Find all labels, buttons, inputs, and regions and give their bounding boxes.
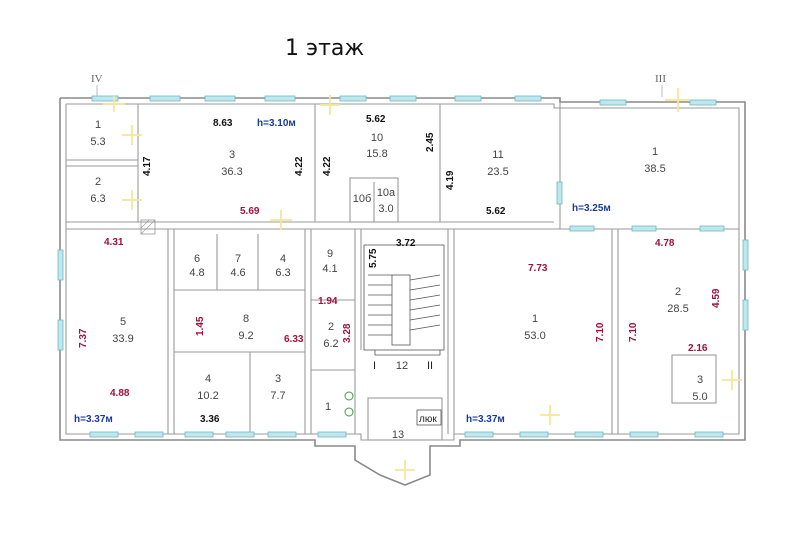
room-area: 3.0 — [378, 203, 393, 215]
dimension-label: 1.45 — [195, 316, 206, 336]
room-number: 10 — [371, 132, 383, 144]
dimension-label: 3.36 — [200, 414, 220, 425]
dimension-label: 7.10 — [595, 322, 606, 342]
floor-title: 1 этаж — [285, 36, 364, 61]
outer-walls — [59, 97, 746, 486]
room-number: 4 — [205, 373, 211, 385]
room-number: 10б — [353, 193, 372, 205]
dimension-label: 3.28 — [342, 323, 353, 343]
room-area: 6.3 — [90, 193, 105, 205]
room-number: 11 — [492, 149, 503, 161]
room-area: 28.5 — [667, 303, 688, 315]
fixture-icon — [344, 391, 354, 401]
hatch-label: люк — [419, 414, 437, 425]
stair-mark-right: II — [427, 360, 433, 372]
dimension-label: 5.62 — [486, 206, 506, 217]
dimension-label: 4.22 — [294, 156, 305, 176]
room-area: 4.1 — [322, 263, 337, 275]
room-number: 1 — [532, 313, 538, 325]
dimension-label: 6.33 — [284, 334, 304, 345]
dimension-label: 4.17 — [142, 156, 153, 176]
ceiling-height-label: h=3.37м — [466, 414, 505, 425]
dimension-labels: 8.63 5.62 4.17 4.22 4.22 2.45 4.19 5.62 … — [142, 114, 506, 425]
axis-label-iii: III — [655, 73, 666, 85]
dimension-label: 5.69 — [240, 206, 260, 217]
room-number: 1 — [325, 401, 331, 413]
dimension-label: 4.22 — [322, 156, 333, 176]
dimension-label: 2.16 — [688, 343, 708, 354]
stair-mark-left: I — [373, 360, 376, 372]
dimension-label: 1.94 — [318, 296, 338, 307]
dimension-label: 4.78 — [655, 238, 675, 249]
dimension-label: 7.73 — [528, 263, 548, 274]
room-number: 2 — [328, 321, 334, 333]
room-area: 15.8 — [366, 148, 387, 160]
room-area: 4.8 — [189, 267, 204, 279]
dimension-label: 2.45 — [425, 132, 436, 152]
interior-walls — [66, 102, 739, 441]
staircase — [363, 244, 445, 356]
ceiling-heights: h=3.10м h=3.25м h=3.37м h=3.37м — [74, 118, 611, 425]
ceiling-height-label: h=3.10м — [257, 118, 296, 129]
dimension-label: 4.88 — [110, 388, 130, 399]
room-number: 9 — [327, 248, 333, 260]
windows — [57, 95, 749, 438]
room-area: 36.3 — [221, 166, 242, 178]
room-number: 1 — [652, 146, 658, 158]
room-area: 6.2 — [323, 338, 338, 350]
room-area: 33.9 — [112, 333, 133, 345]
room-area: 7.7 — [270, 390, 285, 402]
room-area: 5.0 — [692, 391, 707, 403]
dimension-label: 8.63 — [213, 118, 233, 129]
dimension-label: 4.19 — [445, 170, 456, 190]
room-number: 10а — [377, 187, 396, 199]
room-number: 2 — [95, 176, 101, 188]
room-area: 9.2 — [238, 330, 253, 342]
room-number: 6 — [194, 253, 200, 265]
dimension-labels-red: 5.69 4.31 7.73 4.78 1.94 4.59 7.37 1.45 … — [78, 206, 722, 399]
fixture-icon — [344, 407, 354, 417]
room-number: 8 — [243, 313, 249, 325]
dimension-label: 4.31 — [104, 237, 124, 248]
room-area: 23.5 — [487, 166, 508, 178]
ceiling-height-label: h=3.25м — [572, 203, 611, 214]
room-area: 4.6 — [230, 267, 245, 279]
ceiling-height-label: h=3.37м — [74, 414, 113, 425]
room-number: 2 — [675, 286, 681, 298]
dimension-label: 7.10 — [628, 322, 639, 342]
room-area: 5.3 — [90, 136, 105, 148]
room-area: 6.3 — [275, 267, 290, 279]
room-number: 3 — [275, 373, 281, 385]
dimension-label: 5.62 — [366, 114, 386, 125]
dimension-label: 4.59 — [711, 288, 722, 308]
room-area: 53.0 — [524, 330, 545, 342]
hatch-box — [416, 409, 442, 426]
room-number: 3 — [697, 374, 703, 386]
room-number: 4 — [280, 253, 286, 265]
column-hatch — [140, 219, 156, 235]
dimension-label: 7.37 — [78, 328, 89, 348]
axis-label-iv: IV — [91, 73, 103, 85]
dimension-label: 3.72 — [396, 238, 416, 249]
room-area: 38.5 — [644, 163, 665, 175]
room-number: 3 — [229, 149, 235, 161]
room-number: 13 — [392, 429, 404, 441]
dimension-label: 5.75 — [368, 248, 379, 268]
room-area: 10.2 — [197, 390, 218, 402]
room-number: 5 — [120, 316, 126, 328]
room-labels: 1 5.3 2 6.3 3 36.3 10 15.8 11 23.5 1 38.… — [90, 119, 707, 441]
reference-markers — [103, 88, 742, 480]
room-number: 1 — [95, 119, 101, 131]
room-number: 12 — [396, 360, 408, 372]
room-number: 7 — [235, 253, 241, 265]
